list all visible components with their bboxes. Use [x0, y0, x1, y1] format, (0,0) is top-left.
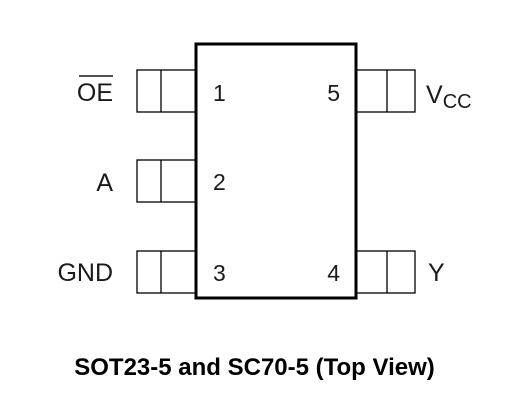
pin-4-signal-label: Y	[428, 259, 445, 287]
pin-5-signal-main: V	[426, 81, 443, 109]
pin-2-lead	[136, 159, 197, 203]
chip-body	[194, 42, 358, 300]
pin-5: 5 VCC	[327, 69, 472, 113]
pin-5-signal-subscript: CC	[443, 91, 472, 113]
pin-2-number: 2	[213, 169, 226, 195]
pin-5-lead	[355, 69, 416, 113]
pin-3-signal-label: GND	[57, 259, 113, 287]
pin-3-lead	[136, 250, 197, 294]
pin-4-lead	[355, 250, 416, 294]
pin-1-signal-label: OE	[77, 79, 113, 107]
diagram-caption: SOT23-5 and SC70-5 (Top View)	[74, 354, 435, 381]
pin-2-signal-label: A	[96, 169, 113, 197]
pin-4: 4 Y	[327, 250, 445, 294]
pin-1: 1 OE	[77, 69, 226, 113]
pin-4-number: 4	[327, 260, 340, 286]
pin-2: 2 A	[96, 159, 226, 203]
pin-3: 3 GND	[57, 250, 226, 294]
pin-5-number: 5	[327, 80, 340, 106]
pin-3-number: 3	[213, 260, 226, 286]
pin-1-number: 1	[213, 80, 226, 106]
pin-1-lead	[136, 69, 197, 113]
pin-5-signal-label: VCC	[426, 81, 472, 113]
